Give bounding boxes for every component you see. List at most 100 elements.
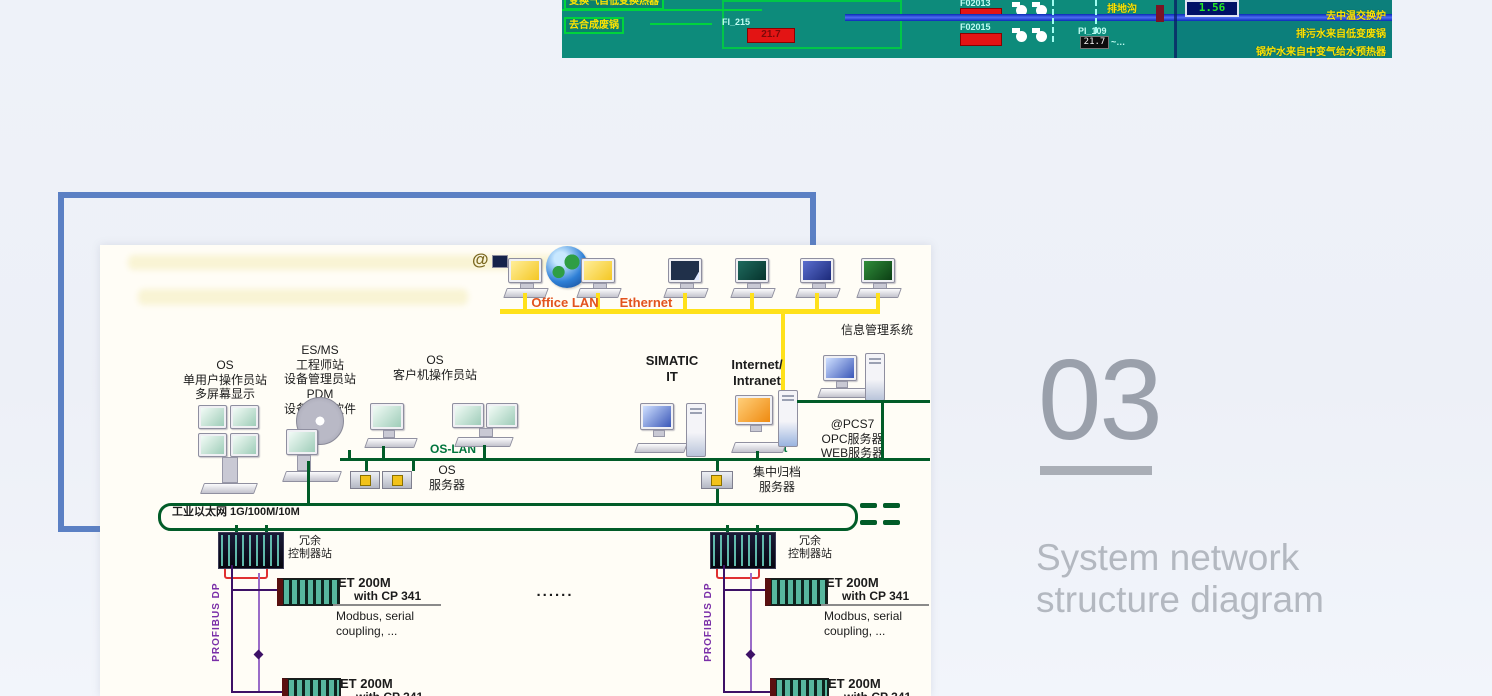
- scada-pump-tag-2: F02015: [960, 22, 991, 32]
- et200m-module-icon: [770, 678, 829, 696]
- archive-server-icon: [701, 471, 733, 489]
- simatic-it-label: SIMATIC IT: [645, 353, 699, 384]
- green-drop-line: [412, 461, 415, 471]
- profibus-line: [231, 565, 233, 693]
- et200m-module-icon: [277, 578, 340, 606]
- lan-drop-line: [750, 293, 754, 309]
- ethernet-top-label: Ethernet: [619, 295, 673, 310]
- et200m-sub-label-left: with CP 341: [354, 589, 422, 603]
- scada-digital-display: 1.56: [1185, 0, 1239, 17]
- scada-left-label: 去合成废锅: [569, 20, 619, 31]
- scada-blue-pipe: [845, 14, 1392, 21]
- profibus-line: [258, 573, 260, 693]
- callout-line: [821, 604, 929, 606]
- internet-intranet-label: Internet/ Intranet: [731, 357, 783, 388]
- green-drop-line: [483, 445, 486, 458]
- pump-icon: [1012, 2, 1027, 16]
- green-drop-line: [265, 525, 268, 533]
- green-drop-line: [348, 450, 351, 458]
- callout-line: [333, 604, 441, 606]
- scada-dashed-line: [1052, 0, 1054, 42]
- et200m-module-icon: [282, 678, 341, 696]
- industrial-ethernet-label: 工业以太网 1G/100M/10M: [172, 506, 300, 518]
- profibus-line: [231, 589, 277, 591]
- os-lan-bus: [340, 458, 930, 461]
- scada-pi-value-box: 21.7: [1080, 36, 1109, 49]
- pump-icon: [1032, 28, 1047, 42]
- section-number: 03: [1038, 337, 1163, 464]
- continuation-dots: ......: [536, 583, 574, 600]
- scada-right-label-3: 锅炉水来自中变气给水预热器: [1256, 47, 1386, 58]
- cd-icon: [296, 397, 344, 445]
- lan-drop-line: [876, 293, 880, 309]
- profibus-line: [750, 573, 752, 693]
- mini-screen-icon: [492, 255, 508, 268]
- redundant-controller-label-right: 冗余 控制器站: [788, 535, 832, 561]
- faded-title-ghost: [138, 289, 468, 305]
- plc-rack-icon: [218, 532, 284, 569]
- green-drop-line: [756, 525, 759, 533]
- faded-title-ghost: [128, 255, 568, 270]
- et200m-sub-label-right: with CP 341: [842, 589, 910, 603]
- scada-pipe-line: [562, 9, 762, 11]
- profibus-dp-label-left: PROFIBUS DP: [210, 582, 222, 662]
- office-lan-label: Office LAN: [531, 295, 599, 310]
- section-title: System network structure diagram: [1036, 537, 1324, 620]
- profibus-line: [723, 565, 725, 693]
- redundant-controller-label-left: 冗余 控制器站: [288, 535, 332, 561]
- green-drop-line: [307, 461, 310, 503]
- scada-label-box: 去合成废锅: [564, 17, 624, 34]
- lan-drop-line: [815, 293, 819, 309]
- scada-pi-tag: PI_109: [1078, 26, 1107, 36]
- office-lan-bus: [500, 309, 880, 314]
- green-drop-line: [382, 446, 385, 458]
- scada-pump-tag-1: F02013: [960, 0, 991, 8]
- archive-server-label: 集中归档 服务器: [752, 465, 801, 494]
- profibus-node: [745, 649, 756, 660]
- valve-icon: [1156, 5, 1164, 22]
- green-drop-line: [726, 525, 729, 533]
- scada-right-label-1: 去中温交换炉: [1326, 11, 1386, 22]
- pump-icon: [1032, 2, 1047, 16]
- plc-rack-icon: [710, 532, 776, 569]
- et200m-bottom-sub-right: with CP 341: [844, 690, 930, 696]
- scada-group-outline: [722, 0, 902, 49]
- at-symbol: @: [472, 250, 489, 269]
- modbus-label-left: Modbus, serial coupling, ...: [336, 609, 415, 638]
- profibus-line: [723, 691, 771, 693]
- et200m-module-icon: [765, 578, 828, 606]
- os-server-label: OS 服务器: [428, 463, 465, 492]
- green-drop-line: [235, 525, 238, 533]
- et200m-bottom-sub-left: with CP 341: [356, 690, 442, 696]
- lan-drop-line: [683, 293, 687, 309]
- scada-dashed-line: [1095, 0, 1097, 42]
- ethernet-line-right: [797, 400, 930, 403]
- et200m-bottom-label-right: ET 200M: [828, 676, 881, 691]
- network-diagram-panel: @: [100, 245, 931, 696]
- pcs7-server-label: @PCS7 OPC服务器 WEB服务器: [820, 417, 885, 461]
- os-client-station-label: OS 客户机操作员站: [392, 353, 477, 382]
- scada-pipe-line: [650, 23, 712, 25]
- scada-fi-tag: FI_215: [722, 17, 751, 27]
- et200m-bottom-label-left: ET 200M: [340, 676, 393, 691]
- lan-vertical-line: [781, 314, 785, 392]
- green-drop-line: [881, 403, 884, 458]
- ring-dash: [883, 520, 900, 525]
- profibus-line: [231, 691, 283, 693]
- profibus-dp-label-right: PROFIBUS DP: [702, 582, 714, 662]
- ring-dash: [860, 520, 877, 525]
- profibus-node: [253, 649, 264, 660]
- ring-dash: [883, 503, 900, 508]
- scada-top-left-label: 变换气自低变换热器: [569, 0, 659, 7]
- et200m-label-left: ET 200M: [338, 575, 391, 590]
- et200m-label-right: ET 200M: [826, 575, 879, 590]
- server-icon: [350, 471, 380, 489]
- scada-label-box: 变换气自低变换热器: [564, 0, 664, 10]
- lan-drop-line: [523, 293, 527, 309]
- section-underline: [1040, 466, 1152, 475]
- green-drop-line: [365, 461, 368, 471]
- modbus-label-right: Modbus, serial coupling, ...: [824, 609, 903, 638]
- scada-squiggle: ~…: [1111, 37, 1126, 47]
- green-drop-line: [756, 451, 759, 458]
